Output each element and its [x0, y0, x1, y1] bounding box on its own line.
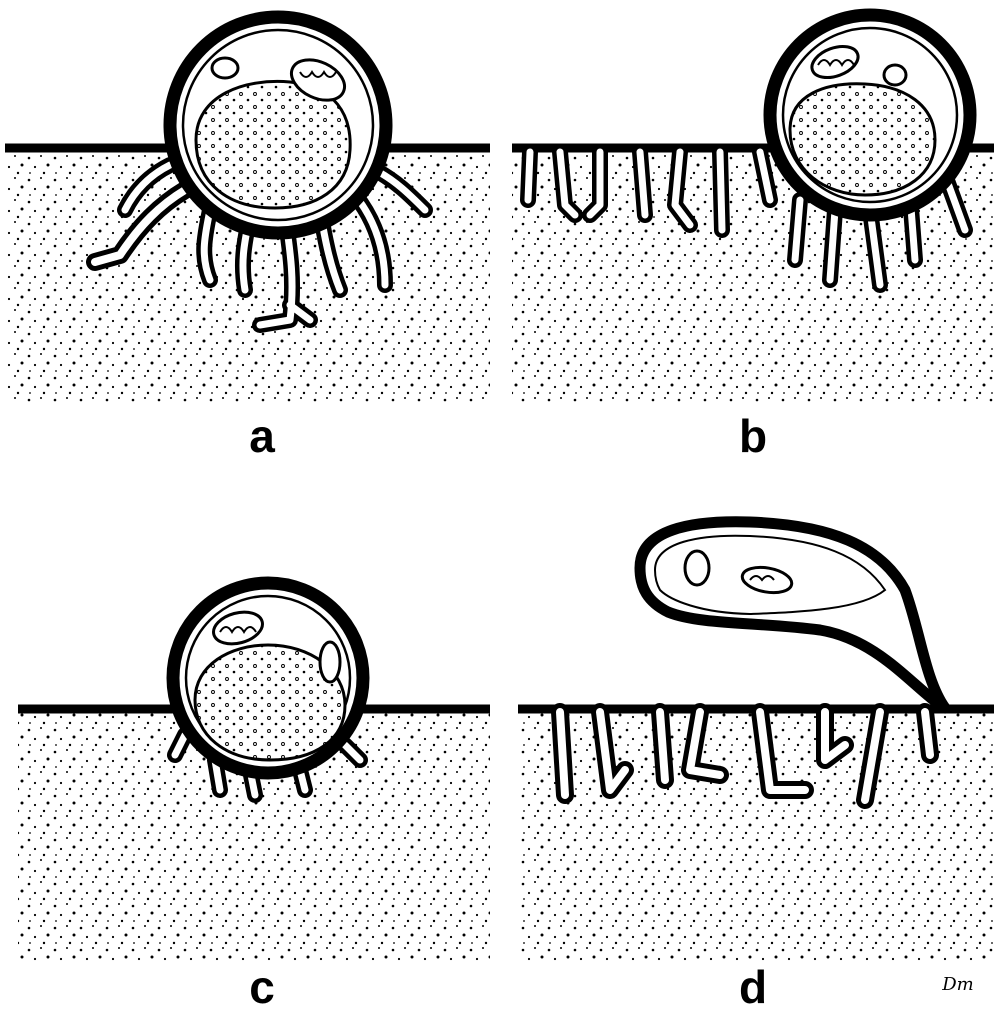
panel-label-a: a — [249, 410, 275, 462]
artist-signature: Dm — [941, 974, 974, 995]
mitochondrion-a1 — [212, 58, 238, 78]
panel-c — [18, 583, 490, 962]
mitochondrion-b2 — [884, 65, 906, 85]
cell-b — [770, 15, 970, 215]
panel-label-d: d — [739, 961, 767, 1010]
mitochondrion-c2 — [320, 642, 340, 682]
detached-fragment-d — [640, 522, 945, 708]
panel-label-b: b — [739, 410, 767, 462]
mitochondrion-d1 — [685, 551, 709, 585]
panel-d — [518, 522, 994, 962]
cell-c — [173, 583, 363, 773]
cell-a — [170, 17, 386, 233]
panel-b — [512, 15, 994, 402]
nucleus-b — [790, 84, 935, 195]
panel-a — [5, 17, 490, 402]
panel-label-c: c — [249, 961, 275, 1010]
